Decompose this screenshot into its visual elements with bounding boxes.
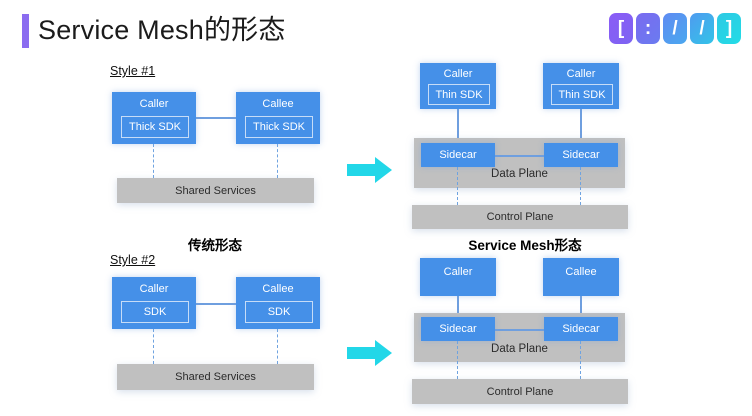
- style1-node-callee: Callee Thick SDK: [236, 92, 320, 144]
- mesh1-node-caller-left: Caller Thin SDK: [420, 63, 496, 109]
- style1-dash-left: [153, 144, 154, 178]
- mesh1-dash-right: [580, 167, 581, 205]
- dubbo-logo-cell-4: ]: [717, 13, 741, 44]
- mesh2-dash-left: [457, 341, 458, 379]
- dubbo-logo-cell-1: :: [636, 13, 660, 44]
- heading-service-mesh: Service Mesh形态: [468, 238, 582, 253]
- style2-node-callee-title: Callee: [262, 283, 294, 295]
- title-accent-bar: [22, 14, 29, 48]
- style2-node-caller-sdk: SDK: [121, 301, 189, 323]
- style2-node-caller-title: Caller: [139, 283, 169, 295]
- style2-shared-services: Shared Services: [117, 364, 314, 390]
- style1-node-caller-title: Caller: [139, 98, 169, 110]
- style1-node-caller: Caller Thick SDK: [112, 92, 196, 144]
- style1-dash-right: [277, 144, 278, 178]
- arrow-style1: [347, 157, 393, 183]
- style2-dash-right: [277, 329, 278, 364]
- style1-node-callee-sdk: Thick SDK: [245, 116, 313, 138]
- heading-traditional: 传统形态: [188, 238, 242, 253]
- style1-label: Style #1: [110, 64, 156, 78]
- mesh1-sidecar-left-label: Sidecar: [439, 149, 477, 161]
- mesh1-node-caller-right-title: Caller: [566, 68, 596, 80]
- style2-dash-left: [153, 329, 154, 364]
- mesh2-sidecar-right: Sidecar: [544, 317, 618, 341]
- mesh2-link-right: [580, 296, 582, 318]
- mesh1-sidecar-right-label: Sidecar: [562, 149, 600, 161]
- page-title: Service Mesh的形态: [38, 15, 286, 45]
- dubbo-logo-cell-3: /: [690, 13, 714, 44]
- style1-shared-services: Shared Services: [117, 178, 314, 203]
- arrow-style2: [347, 340, 393, 366]
- mesh2-link-left: [457, 296, 459, 318]
- mesh2-sidecar-right-label: Sidecar: [562, 323, 600, 335]
- mesh2-node-callee: Callee: [543, 258, 619, 296]
- mesh1-sidecar-connector: [495, 155, 545, 157]
- arrow-style2-head: [375, 340, 392, 366]
- arrow-style1-head: [375, 157, 392, 183]
- dubbo-logo-cell-0: [: [609, 13, 633, 44]
- mesh1-node-caller-right-sdk: Thin SDK: [551, 84, 613, 105]
- mesh1-data-plane-label: Data Plane: [491, 168, 548, 180]
- mesh1-node-caller-left-sdk: Thin SDK: [428, 84, 490, 105]
- arrow-style1-shaft: [347, 164, 377, 176]
- mesh2-sidecar-left: Sidecar: [421, 317, 495, 341]
- mesh2-control-plane: Control Plane: [412, 379, 628, 404]
- dubbo-logo: [ : / / ]: [609, 13, 741, 44]
- mesh1-node-caller-right: Caller Thin SDK: [543, 63, 619, 109]
- style2-label: Style #2: [110, 253, 156, 267]
- mesh2-node-callee-title: Callee: [565, 266, 597, 278]
- mesh1-dash-left: [457, 167, 458, 205]
- mesh1-node-caller-left-title: Caller: [443, 68, 473, 80]
- mesh2-sidecar-left-label: Sidecar: [439, 323, 477, 335]
- mesh2-node-caller-title: Caller: [443, 266, 473, 278]
- style1-connector: [195, 117, 237, 119]
- dubbo-logo-cell-2: /: [663, 13, 687, 44]
- mesh1-control-plane: Control Plane: [412, 205, 628, 229]
- style2-connector: [195, 303, 237, 305]
- mesh1-sidecar-right: Sidecar: [544, 143, 618, 167]
- mesh1-link-left: [457, 109, 459, 144]
- mesh1-sidecar-left: Sidecar: [421, 143, 495, 167]
- style1-node-caller-sdk: Thick SDK: [121, 116, 189, 138]
- mesh2-sidecar-connector: [495, 329, 545, 331]
- arrow-style2-shaft: [347, 347, 377, 359]
- mesh1-link-right: [580, 109, 582, 144]
- style2-node-callee: Callee SDK: [236, 277, 320, 329]
- mesh2-node-caller: Caller: [420, 258, 496, 296]
- style1-node-callee-title: Callee: [262, 98, 294, 110]
- mesh2-data-plane-label: Data Plane: [491, 343, 548, 355]
- mesh2-dash-right: [580, 341, 581, 379]
- style2-node-caller: Caller SDK: [112, 277, 196, 329]
- style2-node-callee-sdk: SDK: [245, 301, 313, 323]
